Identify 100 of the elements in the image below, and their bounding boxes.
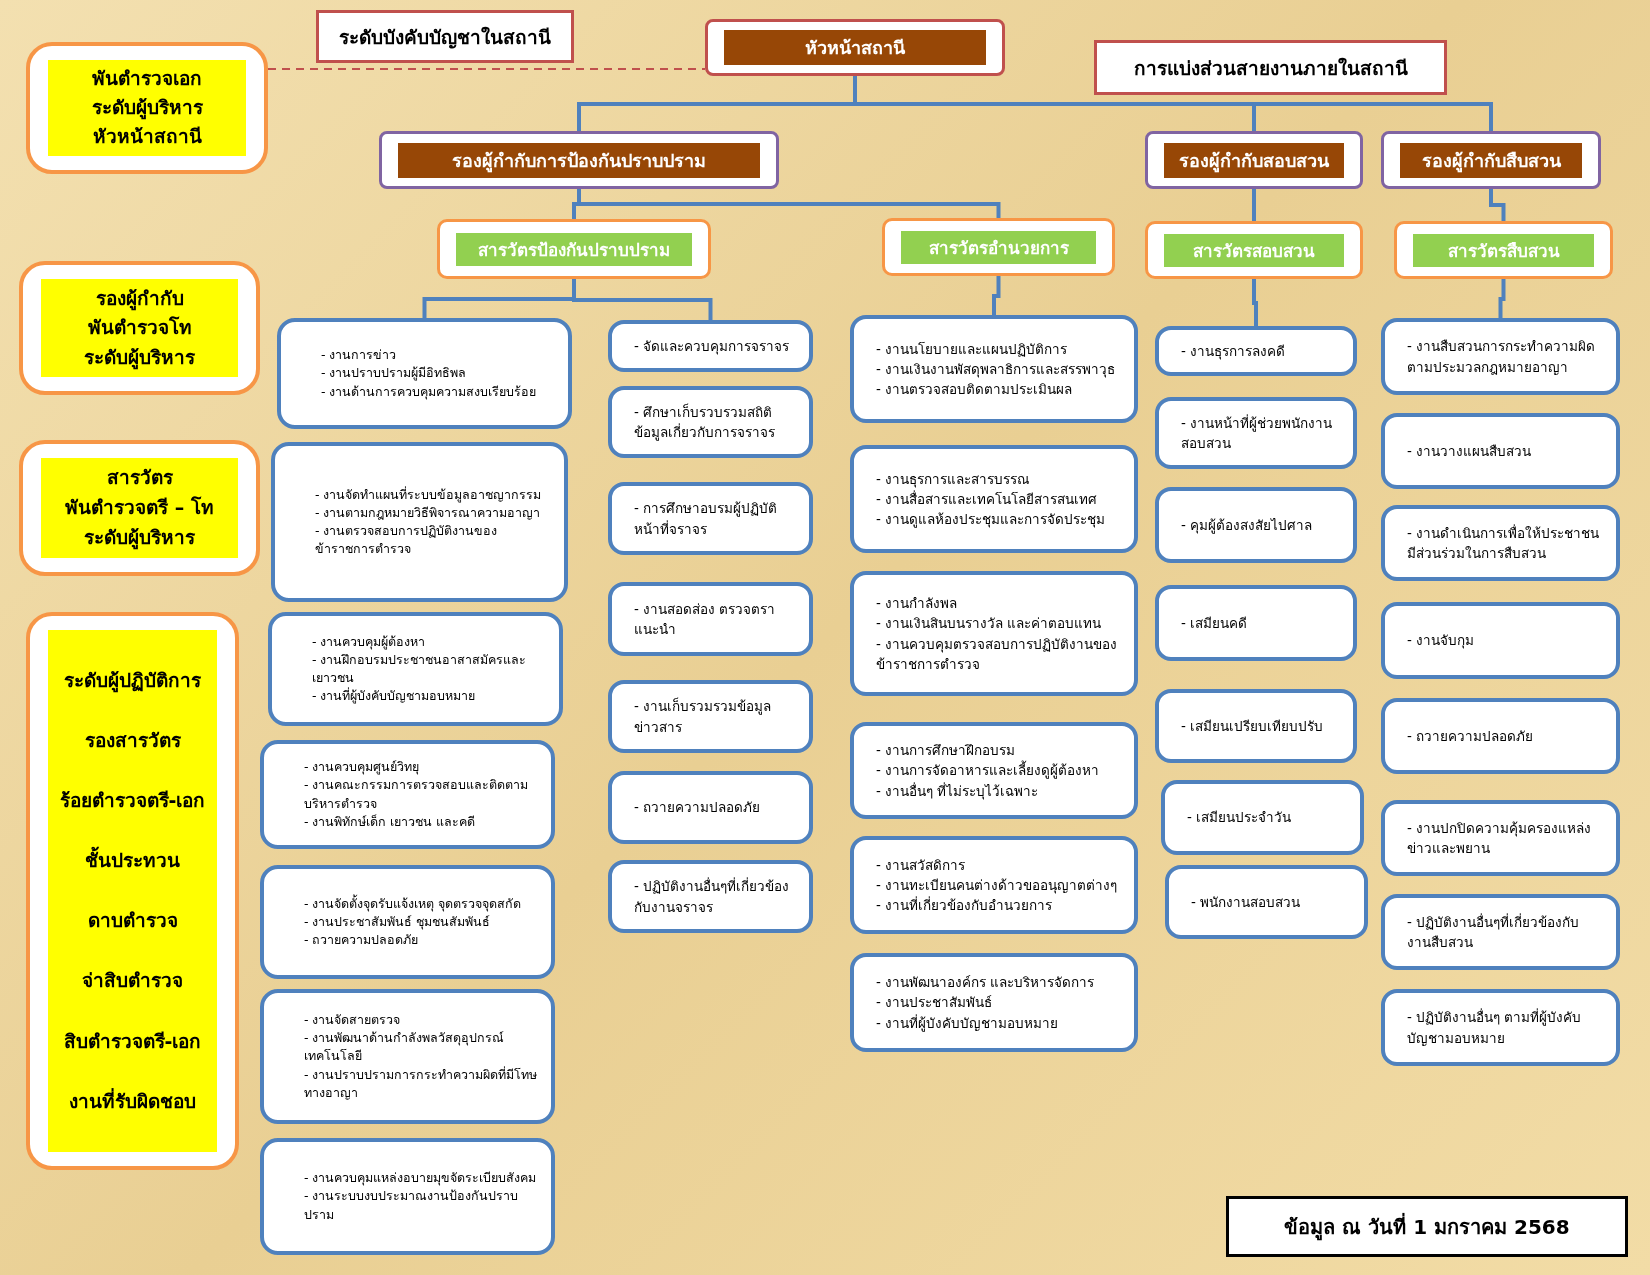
duty-box bbox=[260, 989, 555, 1124]
duty-box bbox=[268, 612, 563, 726]
duty-text: - งานตามกฎหมายวิธีพิจารณาความอาญา bbox=[315, 503, 542, 522]
duty-text: - งานฝึกอบรมประชาชนอาสาสมัครและเยาวชน bbox=[312, 650, 528, 687]
duty-text: - เสมียนเปรียบเทียบปรับ bbox=[1181, 716, 1325, 736]
duty-text: - งานดำเนินการเพื่อให้ประชาชนมีส่วนร่วมในการสืบสวน bbox=[1407, 523, 1601, 563]
duty-text: - งานพัฒนาด้านกำลังพลวัสดุอุปกรณ์เทคโนโลยี bbox=[304, 1029, 506, 1066]
duty-text: - งานวางแผนสืบสวน bbox=[1407, 441, 1533, 461]
duty-text: - งานจัดสายตรวจ bbox=[304, 1011, 402, 1030]
heading-text: ระดับบังคับบัญชาในสถานี bbox=[339, 24, 551, 51]
duty-text: - งานการข่าว bbox=[321, 346, 398, 365]
rank-text: ระดับผู้บริหาร bbox=[84, 344, 195, 372]
duty-text: - งานหน้าที่ผู้ช่วยพนักงานสอบสวน bbox=[1181, 413, 1334, 453]
date-note-box bbox=[1226, 1196, 1628, 1257]
rank-text: รองผู้กำกับ bbox=[95, 285, 184, 313]
duty-text: - งานจัดตั้งจุดรับแจ้งเหตุ จุดตรวจจุดสกัด bbox=[304, 894, 523, 913]
duty-text: - งานควบคุมศูนย์วิทยุ bbox=[304, 758, 421, 777]
duty-text: - งานเงินงานพัสดุพลาธิการและสรรพาวุธ bbox=[876, 359, 1117, 380]
rank-text: พันตำรวจเอก bbox=[92, 66, 202, 92]
duty-text: - ปฏิบัติงานอื่นๆที่เกี่ยวข้องกับงานจราจร bbox=[634, 876, 791, 917]
duty-box bbox=[1155, 487, 1357, 563]
duty-text: - งานจับกุม bbox=[1407, 631, 1476, 651]
duty-box bbox=[608, 680, 813, 753]
duty-text: - งานกำลังพล bbox=[876, 594, 959, 613]
heading-box bbox=[316, 10, 574, 63]
duty-text: - เสมียนประจำวัน bbox=[1187, 808, 1293, 828]
title-bar: สารวัตรสืบสวน bbox=[1413, 233, 1594, 267]
duty-box bbox=[608, 860, 813, 933]
duty-text: - งานสื่อสารและเทคโนโลยีสารสนเทศ bbox=[876, 489, 1099, 509]
dashed-line bbox=[267, 68, 706, 70]
duty-text: - งานการศึกษาฝึกอบรม bbox=[876, 741, 1017, 760]
duty-text: - งานพัฒนาองค์กร และบริหารจัดการ bbox=[876, 973, 1096, 993]
duty-text: - งานระบบงบประมาณงานป้องกันปราบปราม bbox=[304, 1187, 520, 1224]
duty-box bbox=[608, 771, 813, 844]
duty-text: - งานประชาสัมพันธ์ ชุมชนสัมพันธ์ bbox=[304, 912, 492, 932]
duty-text: - งานนโยบายและแผนปฏิบัติการ bbox=[876, 339, 1069, 359]
rank-text: จ่าสิบตำรวจ bbox=[82, 968, 183, 994]
title-bar: หัวหน้าสถานี bbox=[724, 30, 986, 65]
duty-text: - งานปกปิดความคุ้มครองแหล่งข่าวและพยาน bbox=[1407, 818, 1593, 858]
rank-text: หัวหน้าสถานี bbox=[92, 124, 202, 150]
duty-text: - ถวายความปลอดภัย bbox=[634, 798, 762, 818]
duty-box bbox=[1155, 689, 1357, 763]
duty-text: - งานควบคุมตรวจสอบการปฏิบัติงานของข้าราชการตำรวจ bbox=[876, 634, 1119, 674]
duty-text: - งานประชาสัมพันธ์ bbox=[876, 993, 994, 1013]
rank-level-box bbox=[26, 42, 268, 174]
duty-text: - งานอื่นๆ ที่ไม่ระบุไว้เฉพาะ bbox=[876, 781, 1040, 801]
duty-text: - ถวายความปลอดภัย bbox=[304, 931, 420, 950]
duty-text: - งานที่เกี่ยวข้องกับอำนวยการ bbox=[876, 895, 1054, 916]
rank-text: ระดับผู้บริหาร bbox=[84, 525, 195, 552]
duty-box bbox=[1155, 326, 1357, 376]
duty-box bbox=[1165, 865, 1368, 939]
duty-text: - จัดและควบคุมการจราจร bbox=[634, 336, 791, 357]
duty-box bbox=[1381, 800, 1620, 876]
duty-text: - งานเงินสินบนรางวัล และค่าตอบแทน bbox=[876, 614, 1103, 634]
duty-box bbox=[1161, 780, 1364, 855]
duty-box bbox=[1381, 413, 1620, 489]
rank-text: สิบตำรวจตรี-เอก bbox=[63, 1028, 202, 1054]
duty-text: - งานตรวจสอบการปฏิบัติงานของข้าราชการตำรวจ bbox=[315, 522, 499, 559]
duty-box bbox=[1381, 602, 1620, 679]
duty-text: - เสมียนคดี bbox=[1181, 613, 1249, 633]
duty-text: - งานตรวจสอบติดตามประเมินผล bbox=[876, 380, 1074, 400]
duty-text: - งานจัดทำแผนที่ระบบข้อมูลอาชญากรรม bbox=[315, 485, 543, 504]
duty-text: - งานที่ผู้บังคับบัญชามอบหมาย bbox=[312, 687, 477, 706]
duty-box bbox=[1381, 698, 1620, 774]
duty-box bbox=[850, 445, 1138, 553]
deputy-box bbox=[1145, 131, 1363, 189]
duty-text: - งานควบคุมแหล่งอบายมุขจัดระเบียบสังคม bbox=[304, 1169, 538, 1188]
rank-level-box bbox=[19, 440, 260, 576]
heading-box bbox=[1094, 40, 1447, 95]
rank-text: สารวัตร bbox=[106, 465, 173, 491]
duty-text: - ถวายความปลอดภัย bbox=[1407, 726, 1535, 746]
duty-text: - งานการจัดอาหารและเลี้ยงดูผู้ต้องหา bbox=[876, 760, 1101, 781]
heading-text: การแบ่งส่วนสายงานภายในสถานี bbox=[1133, 55, 1408, 81]
duty-box bbox=[260, 1138, 555, 1255]
duty-text: - งานธุรการและสารบรรณ bbox=[876, 469, 1032, 489]
duty-text: - งานธุรการลงคดี bbox=[1181, 341, 1287, 362]
duty-box bbox=[260, 740, 555, 849]
duty-text: - งานสวัสดิการ bbox=[876, 855, 967, 875]
rank-text: พันตำรวจตรี – โท bbox=[65, 495, 214, 521]
duty-box bbox=[850, 315, 1138, 423]
duty-box bbox=[260, 865, 555, 979]
connector-line bbox=[1252, 189, 1256, 221]
rank-text: ระดับผู้ปฏิบัติการ bbox=[64, 667, 201, 695]
duty-text: - คุมผู้ต้องสงสัยไปศาล bbox=[1181, 515, 1314, 536]
duty-text: - งานปราบปรามการกระทำความผิดที่มีโทษทางอาญา bbox=[304, 1065, 539, 1102]
duty-text: - งานทะเบียนคนต่างด้าวขออนุญาตต่างๆ bbox=[876, 875, 1119, 896]
duty-text: - งานเก็บรวมรวมข้อมูลข่าวสาร bbox=[634, 696, 773, 737]
duty-box bbox=[850, 571, 1138, 696]
connector-line bbox=[992, 276, 1001, 315]
rank-text: ดาบตำรวจ bbox=[87, 908, 178, 934]
duty-text: - ศึกษาเก็บรวบรวมสถิติข้อมูลเกี่ยวกับการจราจร bbox=[634, 402, 776, 443]
duty-box bbox=[608, 582, 813, 656]
rank-text: พันตำรวจโท bbox=[87, 315, 192, 341]
duty-text: - งานควบคุมผู้ต้องหา bbox=[312, 632, 427, 651]
connector-line bbox=[1489, 189, 1506, 221]
duty-text: - งานพิทักษ์เด็ก เยาวชน และคดี bbox=[304, 812, 477, 831]
rank-level-box bbox=[26, 612, 239, 1170]
duty-text: - งานสืบสวนการกระทำความผิดตามประมวลกฎหมายอาญา bbox=[1407, 337, 1597, 377]
duty-box bbox=[1381, 318, 1620, 395]
duty-box bbox=[1381, 505, 1620, 581]
